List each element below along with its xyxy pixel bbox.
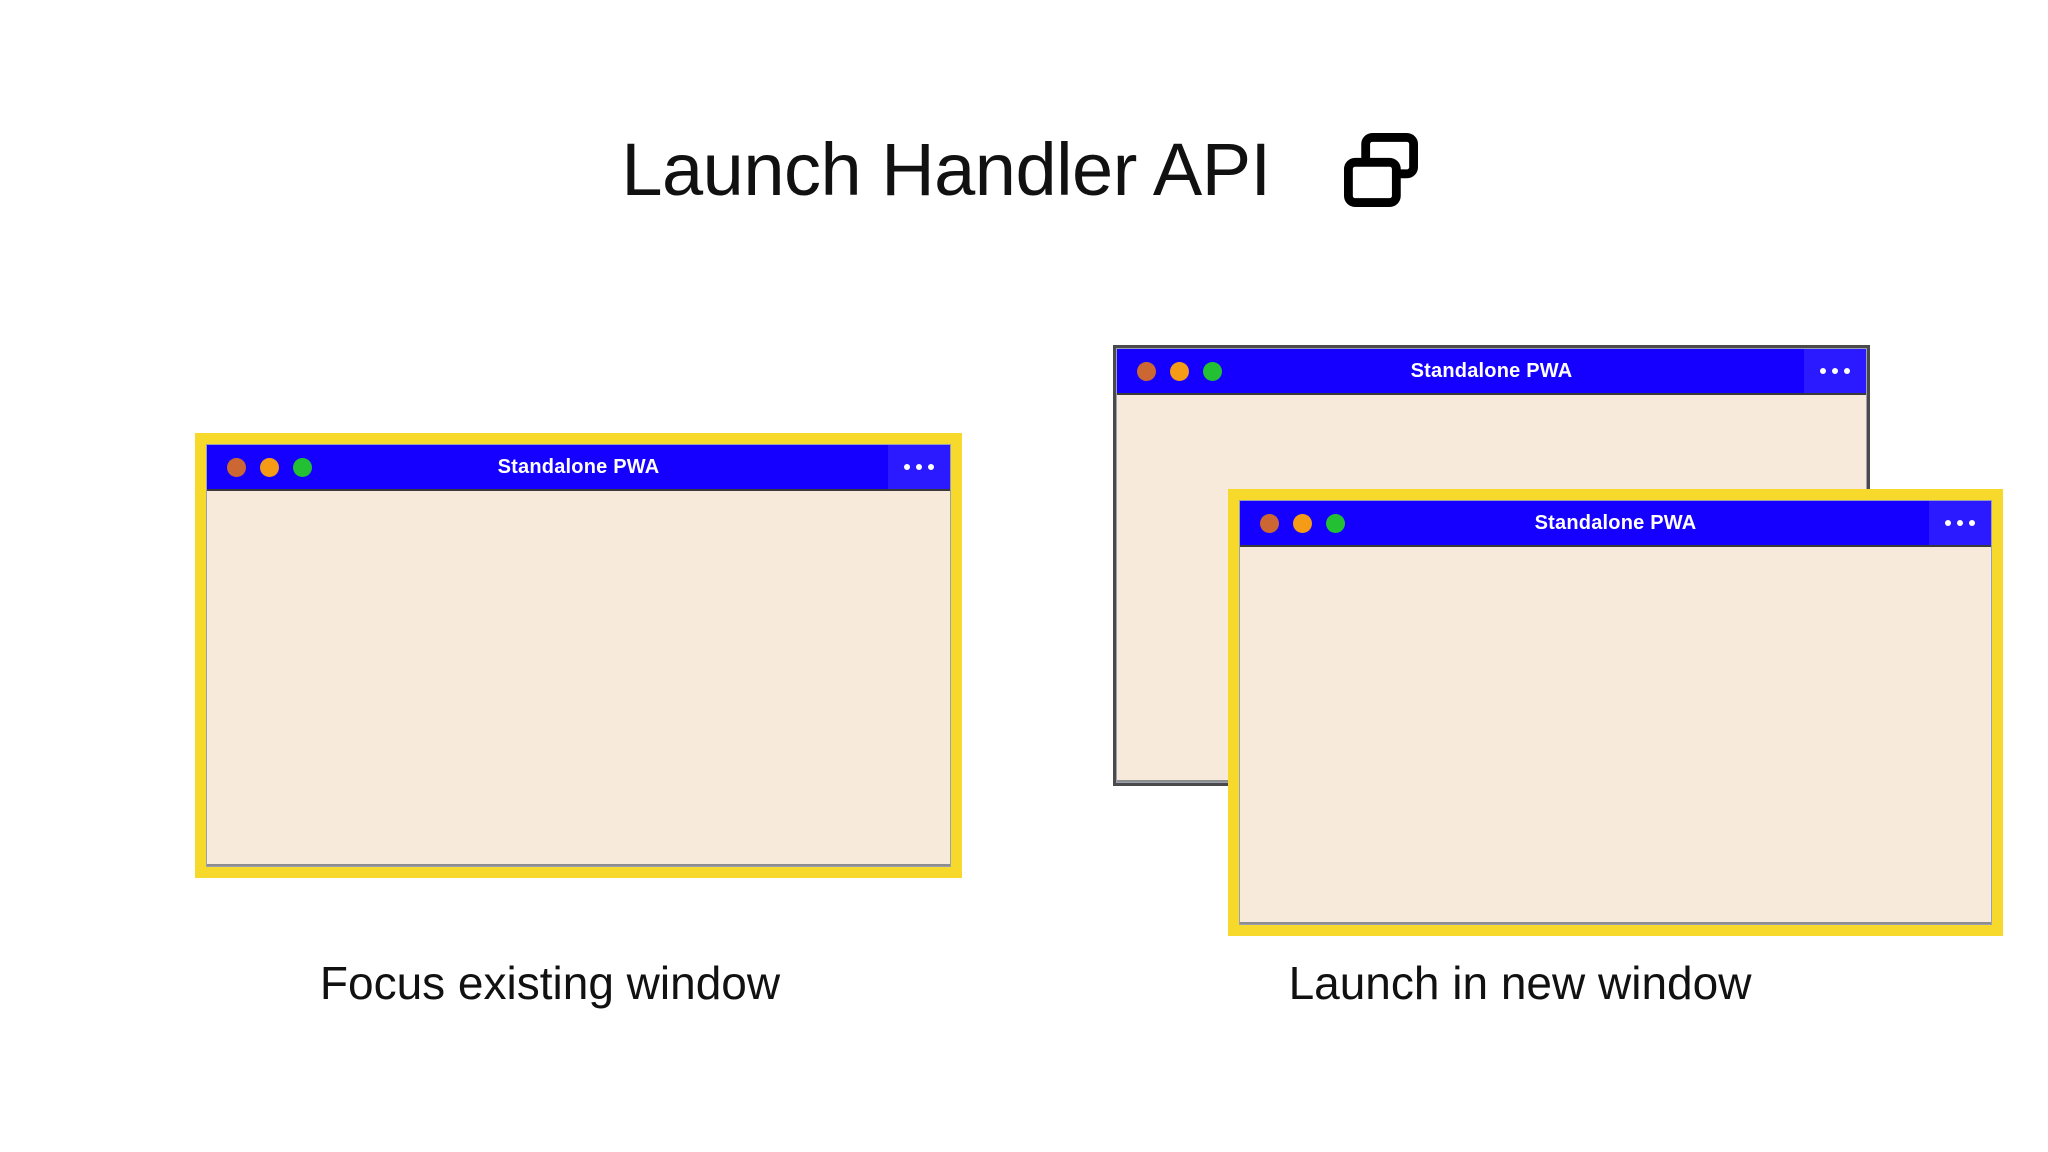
- overflow-menu-icon[interactable]: [1929, 501, 1991, 545]
- page-header: Launch Handler API: [0, 110, 2048, 230]
- close-button-icon[interactable]: [1137, 361, 1156, 381]
- window-frame: Standalone PWA: [1239, 500, 1992, 925]
- window-title: Standalone PWA: [497, 455, 660, 478]
- window-titlebar[interactable]: Standalone PWA: [1240, 501, 1991, 547]
- menu-dot: [1957, 520, 1963, 526]
- window-new[interactable]: Standalone PWA: [1228, 489, 2003, 936]
- traffic-light-controls[interactable]: [1117, 361, 1222, 381]
- close-button-icon[interactable]: [227, 457, 246, 477]
- window-focus-existing[interactable]: Standalone PWA: [195, 433, 962, 878]
- overflow-menu-icon[interactable]: [1804, 349, 1866, 393]
- two-windows-icon: [1335, 124, 1427, 216]
- minimize-button-icon[interactable]: [1170, 361, 1189, 381]
- menu-dot: [928, 464, 934, 470]
- window-frame: Standalone PWA: [206, 444, 951, 867]
- window-title: Standalone PWA: [1410, 359, 1573, 382]
- window-content-area: [1240, 547, 1991, 924]
- minimize-button-icon[interactable]: [1293, 513, 1312, 533]
- overflow-menu-icon[interactable]: [888, 445, 950, 489]
- menu-dot: [1969, 520, 1975, 526]
- caption-launch-new: Launch in new window: [1288, 957, 1752, 1009]
- menu-dot: [1820, 368, 1826, 374]
- traffic-light-controls[interactable]: [1240, 513, 1345, 533]
- menu-dot: [1844, 368, 1850, 374]
- menu-dot: [1945, 520, 1951, 526]
- maximize-button-icon[interactable]: [293, 457, 312, 477]
- window-content-area: [207, 491, 950, 866]
- maximize-button-icon[interactable]: [1203, 361, 1222, 381]
- window-titlebar[interactable]: Standalone PWA: [1117, 349, 1866, 395]
- minimize-button-icon[interactable]: [260, 457, 279, 477]
- window-titlebar[interactable]: Standalone PWA: [207, 445, 950, 491]
- close-button-icon[interactable]: [1260, 513, 1279, 533]
- caption-focus-existing: Focus existing window: [319, 957, 781, 1009]
- window-title: Standalone PWA: [1534, 511, 1697, 534]
- traffic-light-controls[interactable]: [207, 457, 312, 477]
- menu-dot: [1832, 368, 1838, 374]
- page-title: Launch Handler API: [621, 128, 1271, 211]
- menu-dot: [904, 464, 910, 470]
- maximize-button-icon[interactable]: [1326, 513, 1345, 533]
- menu-dot: [916, 464, 922, 470]
